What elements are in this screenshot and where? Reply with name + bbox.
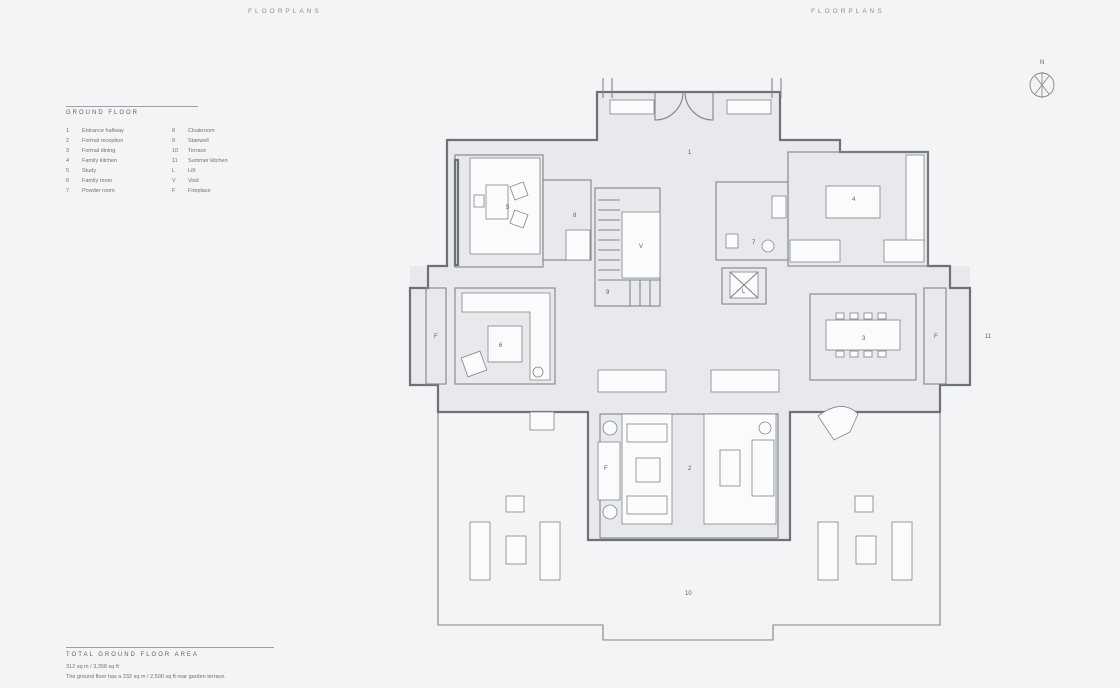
reception-plant-top xyxy=(602,420,618,436)
header-right: FLOORPLANS xyxy=(811,8,885,15)
label-lift: L xyxy=(742,289,746,295)
label-dining: 3 xyxy=(862,336,866,342)
label-kitchen: 4 xyxy=(852,197,856,203)
terrace-sofa-left-b xyxy=(539,521,561,581)
dining-walls xyxy=(809,293,917,381)
compass-label: N xyxy=(1040,60,1044,66)
header-left: FLOORPLANS xyxy=(248,8,322,15)
hall-bench-left xyxy=(609,99,655,115)
family-coffee-table xyxy=(487,325,523,363)
kitchen-counter xyxy=(905,154,925,246)
fireplace-left xyxy=(425,287,447,385)
lift-cross xyxy=(729,271,759,299)
compass-icon: N xyxy=(1029,60,1055,98)
label-fireplace-right: F xyxy=(934,334,938,340)
terrace-sofa-left-a xyxy=(469,521,491,581)
reception-table-right xyxy=(719,449,741,487)
powder-cabinet xyxy=(725,233,739,249)
piano xyxy=(817,406,859,441)
family-armchair xyxy=(460,350,488,378)
label-void: V xyxy=(639,244,643,250)
label-fireplace-left: F xyxy=(434,334,438,340)
label-entrance: 1 xyxy=(688,150,692,156)
entrance-doors xyxy=(654,91,714,121)
study-armchair-top xyxy=(509,181,529,201)
terrace-chair-right xyxy=(854,495,874,513)
lift-walls xyxy=(721,267,767,305)
kitchen-sofa xyxy=(883,239,925,263)
hall-bench-lower-right xyxy=(710,369,780,393)
dining-chairs xyxy=(835,312,887,358)
terrace-chair-left xyxy=(505,495,525,513)
legend-rule xyxy=(66,106,198,107)
dining-table xyxy=(825,319,901,351)
family-room-walls xyxy=(454,287,556,385)
total-note: The ground floor has a 232 sq m / 2,500 … xyxy=(66,674,226,680)
study-armchair-bottom xyxy=(509,209,529,229)
label-cloak: 8 xyxy=(573,213,577,219)
reception-table-left xyxy=(635,457,661,483)
terrace-outline xyxy=(437,412,941,641)
label-terrace: 10 xyxy=(685,591,692,597)
label-reception: 2 xyxy=(688,466,692,472)
total-rule xyxy=(66,647,274,648)
powder-wc xyxy=(761,239,775,253)
void-area xyxy=(621,211,661,279)
label-study: 5 xyxy=(506,205,510,211)
family-side-table xyxy=(532,366,544,378)
stair-treads xyxy=(598,199,660,306)
reception-plant-bottom xyxy=(602,504,618,520)
terrace-sofa-right-b xyxy=(891,521,913,581)
kitchen-table xyxy=(825,185,881,219)
kitchen-island xyxy=(789,239,841,263)
hall-bench-right xyxy=(726,99,772,115)
reception-sofa-left-top xyxy=(626,423,668,443)
label-summer-kitchen: 11 xyxy=(985,334,992,340)
kitchen-walls xyxy=(787,151,929,267)
terrace-table-right xyxy=(855,535,877,565)
label-family: 6 xyxy=(499,343,503,349)
label-fireplace-reception: F xyxy=(604,466,608,472)
terrace-sofa-right-a xyxy=(817,521,839,581)
hall-bench-lower-left xyxy=(597,369,667,393)
fireplace-right xyxy=(923,287,947,385)
study-desk xyxy=(485,184,509,220)
cloakroom-cabinet xyxy=(565,229,591,261)
total-area: 312 sq m / 3,358 sq ft xyxy=(66,664,119,670)
reception-side-table xyxy=(758,421,772,435)
small-table xyxy=(529,411,555,431)
powder-sink xyxy=(771,195,787,219)
reception-sofa-left-bottom xyxy=(626,495,668,515)
label-stair: 9 xyxy=(606,290,610,296)
reception-sofa-right xyxy=(751,439,775,497)
total-title: TOTAL GROUND FLOOR AREA xyxy=(66,652,199,658)
study-chair xyxy=(473,194,485,208)
legend-title: GROUND FLOOR xyxy=(66,110,140,116)
study-window xyxy=(453,158,460,267)
entrance-pillars xyxy=(602,78,782,98)
terrace-table-left xyxy=(505,535,527,565)
label-powder: 7 xyxy=(752,240,756,246)
reception-fireplace xyxy=(597,441,621,501)
